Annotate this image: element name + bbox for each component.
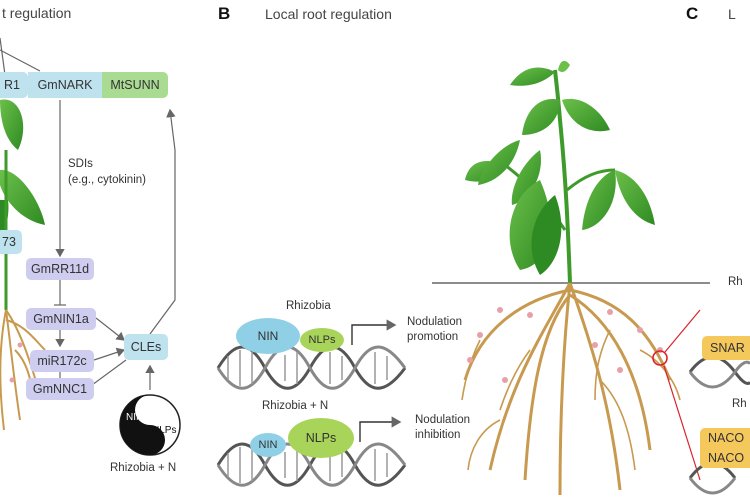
node-cles: CLEs — [124, 334, 168, 360]
yinyang-left-label: NIN — [126, 412, 144, 423]
nlps-factor-bottom: NLPs — [288, 418, 354, 458]
node-rr1-label: R1 — [4, 78, 20, 92]
nac-box-2-label: NACO — [708, 451, 745, 465]
node-gmnnc1: GmNNC1 — [26, 378, 94, 400]
panel-b-bottom-outcome-1: Nodulation — [415, 414, 470, 426]
panel-c-right-label-2: Rh — [732, 398, 747, 410]
panel-c-title-fragment: L — [728, 6, 736, 22]
panel-c-right-label-1: Rh — [728, 276, 743, 288]
panel-b-title: Local root regulation — [265, 6, 392, 22]
nlps-factor-top: NLPs — [300, 328, 344, 352]
snar-box: SNAR — [702, 336, 750, 360]
sdis-sublabel: (e.g., cytokinin) — [68, 174, 146, 186]
panel-a-arrows — [0, 37, 176, 390]
panel-b-top-outcome-1: Nodulation — [407, 316, 462, 328]
node-mir172c-label: miR172c — [37, 354, 87, 368]
panel-c-dna — [688, 355, 750, 495]
nin-factor-bottom-label: NIN — [258, 439, 278, 451]
panel-b-top-condition: Rhizobia — [286, 300, 331, 312]
nac-box-2: NACO — [700, 448, 750, 468]
panel-b-bottom-condition: Rhizobia + N — [262, 400, 329, 412]
yin-yang-symbol — [119, 394, 181, 456]
node-mtsunn: MtSUNN — [102, 72, 168, 98]
panel-b-top-outcome-2: promotion — [407, 331, 459, 343]
panel-a-bottom-label: Rhizobia + N — [110, 462, 177, 474]
nlps-factor-top-label: NLPs — [308, 334, 336, 346]
nac-box-1-label: NACO — [708, 431, 745, 445]
nlps-factor-bottom-label: NLPs — [305, 431, 337, 445]
node-f3-label: 73 — [2, 235, 16, 249]
node-f3: 73 — [0, 230, 22, 254]
yinyang-right-label: NLPs — [152, 425, 177, 436]
panel-b-dna-top — [216, 345, 407, 390]
panel-c-letter: C — [686, 4, 699, 23]
node-gmnnc1-label: GmNNC1 — [32, 382, 88, 396]
panel-c-plant — [432, 60, 710, 496]
nin-factor-top-label: NIN — [257, 329, 279, 343]
node-gmnin1a: GmNIN1a — [26, 308, 96, 330]
panel-b-bottom-outcome-2: inhibition — [415, 429, 461, 441]
node-rr1: R1 — [0, 72, 28, 98]
nin-factor-top: NIN — [236, 318, 300, 354]
sdis-label: SDIs — [68, 158, 93, 170]
node-gmnark: GmNARK — [28, 72, 102, 98]
node-gmrr11d: GmRR11d — [26, 258, 94, 280]
node-gmnark-label: GmNARK — [37, 78, 93, 92]
panel-b-promoter-arrows — [351, 319, 402, 442]
panel-a-title: t regulation — [2, 5, 72, 21]
nac-box-1: NACO — [700, 428, 750, 448]
node-gmnin1a-label: GmNIN1a — [33, 312, 89, 326]
node-cles-label: CLEs — [130, 340, 162, 354]
node-gmrr11d-label: GmRR11d — [30, 262, 90, 276]
node-mir172c: miR172c — [30, 350, 94, 372]
panel-b-letter: B — [218, 4, 231, 23]
nin-factor-bottom: NIN — [250, 433, 286, 457]
snar-box-label: SNAR — [710, 341, 745, 355]
node-mtsunn-label: MtSUNN — [110, 78, 160, 92]
